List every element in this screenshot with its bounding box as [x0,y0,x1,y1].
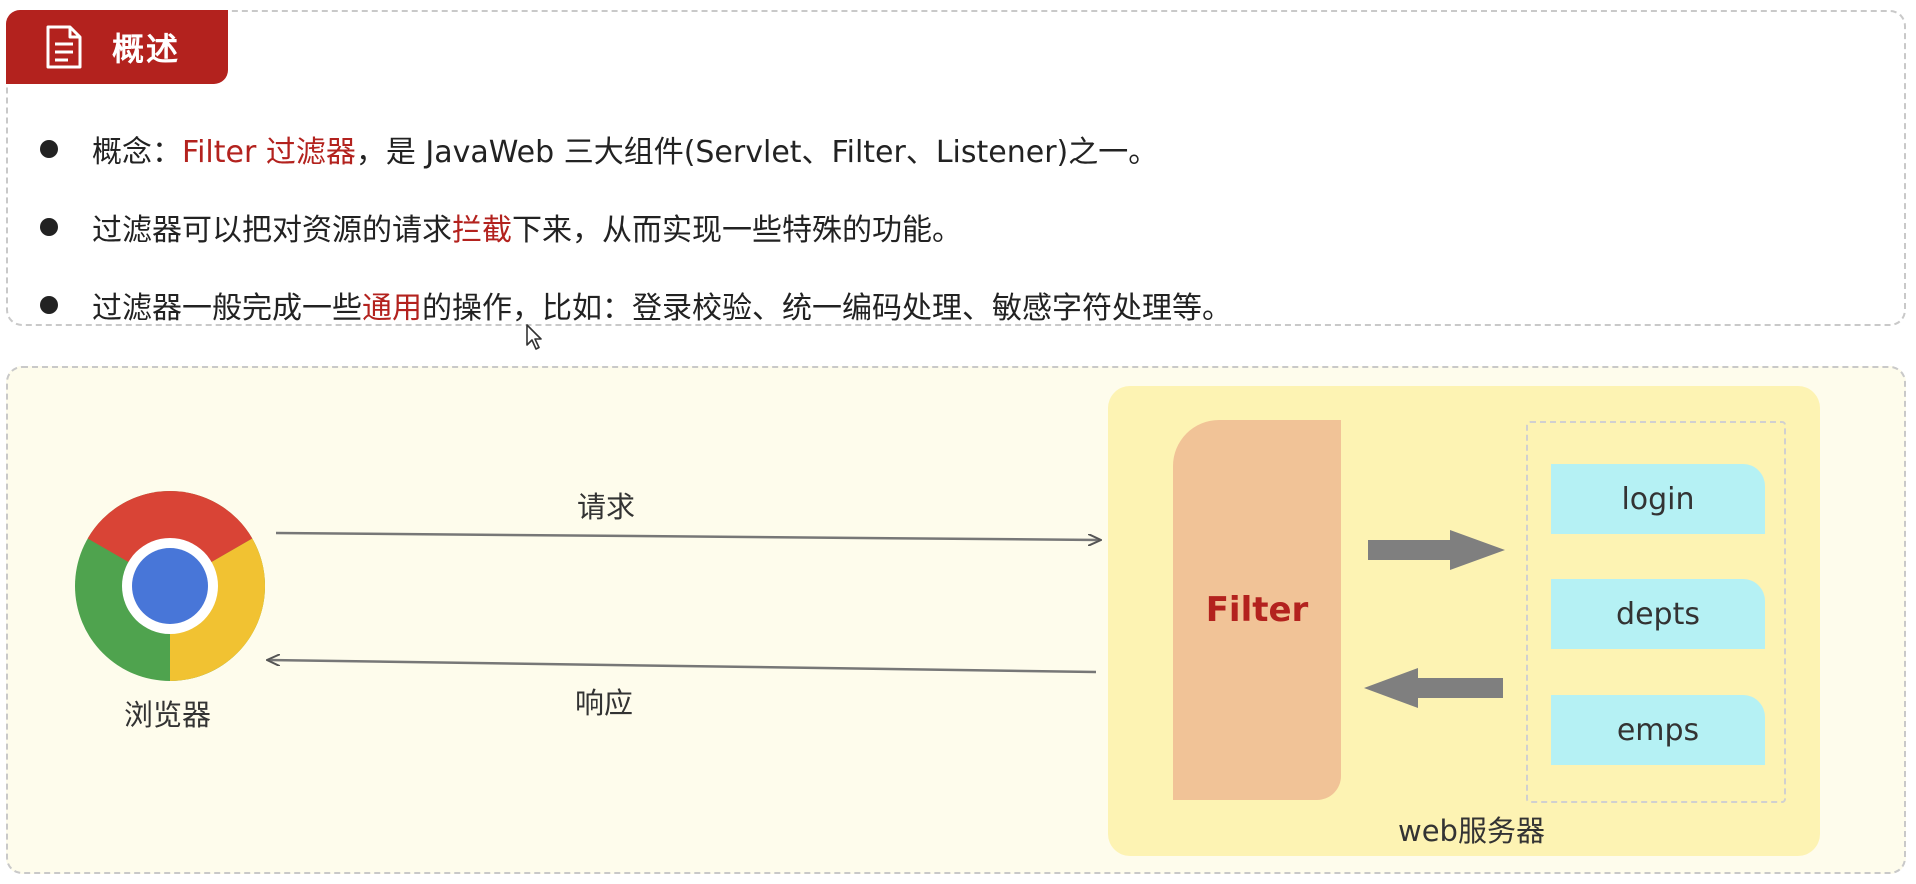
bullet-text: 过滤器一般完成一些通用的操作，比如：登录校验、统一编码处理、敏感字符处理等。 [92,283,1232,327]
request-label: 请求 [577,490,636,524]
mouse-cursor-icon [526,324,542,350]
web-server-label: web服务器 [1398,814,1545,848]
filter-label: Filter [1205,590,1309,630]
bullet-text-part: 过滤器可以把对资源的请求 [92,213,452,248]
resource-card-depts: depts [1551,579,1765,649]
bullet-text-part: ，是 JavaWeb 三大组件(Servlet、Filter、Listener)… [355,135,1159,170]
bullet-text-part: 概念： [92,135,182,170]
bullet-dot [40,140,58,158]
resources-group [1526,421,1786,803]
overview-title: 概述 [112,30,181,68]
bullet-text: 过滤器可以把对资源的请求拦截下来，从而实现一些特殊的功能。 [92,205,962,249]
bullet-text-highlight: 通用 [362,291,422,326]
filter-block: Filter [1173,420,1341,800]
bullet-dot [40,296,58,314]
bullet-concept: 概念：Filter 过滤器，是 JavaWeb 三大组件(Servlet、Fil… [40,110,1232,188]
overview-title-tab: 概述 [6,10,228,84]
bullet-intercept: 过滤器可以把对资源的请求拦截下来，从而实现一些特殊的功能。 [40,188,1232,266]
chrome-logo-icon [75,490,266,681]
bullet-text-part: 的操作，比如：登录校验、统一编码处理、敏感字符处理等。 [422,291,1232,326]
resource-card-emps: emps [1551,695,1765,765]
response-arrow [268,660,1097,674]
bullet-text-highlight: Filter 过滤器 [182,135,356,170]
response-label: 响应 [575,686,634,720]
bullet-text-highlight: 拦截 [452,213,512,248]
request-arrow [275,531,1100,540]
bullet-dot [40,218,58,236]
forward-to-resources-arrow [1368,530,1505,570]
bullet-common-ops: 过滤器一般完成一些通用的操作，比如：登录校验、统一编码处理、敏感字符处理等。 [40,266,1232,344]
back-to-filter-arrow [1364,668,1503,708]
document-icon [46,25,82,69]
overview-bullet-list: 概念：Filter 过滤器，是 JavaWeb 三大组件(Servlet、Fil… [40,110,1232,344]
bullet-text-part: 下来，从而实现一些特殊的功能。 [512,213,962,248]
browser-label: 浏览器 [124,698,212,732]
overview-box [6,10,1906,326]
resource-card-login: login [1551,464,1765,534]
bullet-text-part: 过滤器一般完成一些 [92,291,362,326]
bullet-text: 概念：Filter 过滤器，是 JavaWeb 三大组件(Servlet、Fil… [92,127,1158,171]
